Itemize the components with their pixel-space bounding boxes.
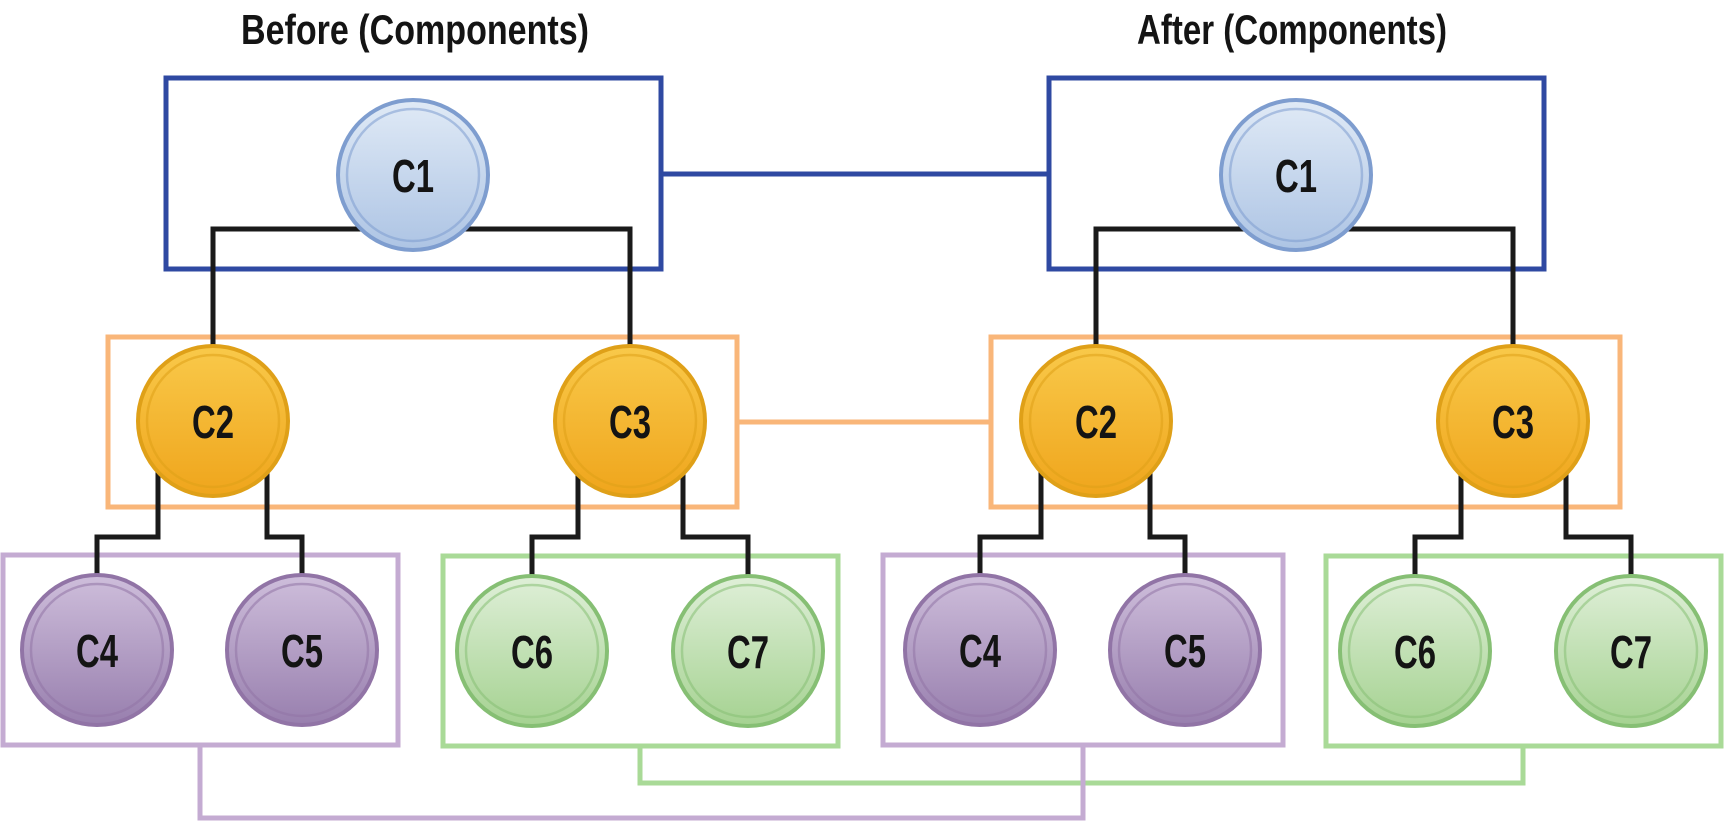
node-c4-after-label: C4 [959, 625, 1001, 677]
node-c2-before-circle [136, 344, 290, 498]
after-c2-children-connector [977, 470, 1188, 585]
node-c2-after-circle [1019, 344, 1173, 498]
before-c2-children-connector [94, 470, 305, 585]
node-c3-before: C3 [553, 344, 707, 498]
node-c5-before-circle [225, 573, 379, 727]
node-c3-after: C3 [1436, 344, 1590, 498]
node-c6-after: C6 [1338, 574, 1492, 728]
node-c5-after-label: C5 [1164, 625, 1206, 677]
node-c6-after-inner-ring [1347, 583, 1483, 719]
node-c5-before-inner-ring [234, 582, 370, 718]
node-c7-after: C7 [1554, 574, 1708, 728]
node-c2-before: C2 [136, 344, 290, 498]
node-c5-before-label: C5 [281, 625, 323, 677]
node-c7-before-circle [671, 574, 825, 728]
node-c3-after-label: C3 [1492, 396, 1534, 448]
after-c3-children-connector [1412, 470, 1634, 585]
node-c5-after-circle [1108, 573, 1262, 727]
node-c6-after-circle [1338, 574, 1492, 728]
node-c3-before-label: C3 [609, 396, 651, 448]
node-c5-before: C5 [225, 573, 379, 727]
purple-group-connector [197, 745, 1086, 821]
node-c2-before-inner-ring [145, 353, 281, 489]
node-c5-after-inner-ring [1117, 582, 1253, 718]
node-c1-after: C1 [1219, 98, 1373, 252]
node-c4-after-inner-ring [912, 582, 1048, 718]
node-c1-after-circle [1219, 98, 1373, 252]
node-c6-before-inner-ring [464, 583, 600, 719]
node-c5-after: C5 [1108, 573, 1262, 727]
node-c4-before-label: C4 [76, 625, 118, 677]
node-c3-after-inner-ring [1445, 353, 1581, 489]
after-panel-title: After (Components) [1137, 6, 1447, 53]
node-c2-after-label: C2 [1075, 396, 1117, 448]
node-c1-before-circle [336, 98, 490, 252]
node-c7-after-circle [1554, 574, 1708, 728]
node-c7-before: C7 [671, 574, 825, 728]
node-c7-after-label: C7 [1610, 626, 1652, 678]
node-c7-before-inner-ring [680, 583, 816, 719]
node-c1-before-label: C1 [392, 150, 434, 202]
node-c4-after-circle [903, 573, 1057, 727]
node-c6-before-circle [455, 574, 609, 728]
node-c3-before-circle [553, 344, 707, 498]
node-c6-before-label: C6 [511, 626, 553, 678]
before-panel-title: Before (Components) [241, 6, 589, 53]
node-c3-after-circle [1436, 344, 1590, 498]
node-c1-before: C1 [336, 98, 490, 252]
node-c6-after-label: C6 [1394, 626, 1436, 678]
node-c1-before-inner-ring [345, 107, 481, 243]
node-c4-before: C4 [20, 573, 174, 727]
node-c4-after: C4 [903, 573, 1057, 727]
node-c4-before-circle [20, 573, 174, 727]
node-c2-after-inner-ring [1028, 353, 1164, 489]
node-c3-before-inner-ring [562, 353, 698, 489]
node-c7-after-inner-ring [1563, 583, 1699, 719]
node-c4-before-inner-ring [29, 582, 165, 718]
node-c1-after-label: C1 [1275, 150, 1317, 202]
node-c2-before-label: C2 [192, 396, 234, 448]
before-c3-children-connector [529, 470, 751, 585]
node-c7-before-label: C7 [727, 626, 769, 678]
node-c1-after-inner-ring [1228, 107, 1364, 243]
node-c2-after: C2 [1019, 344, 1173, 498]
node-c6-before: C6 [455, 574, 609, 728]
